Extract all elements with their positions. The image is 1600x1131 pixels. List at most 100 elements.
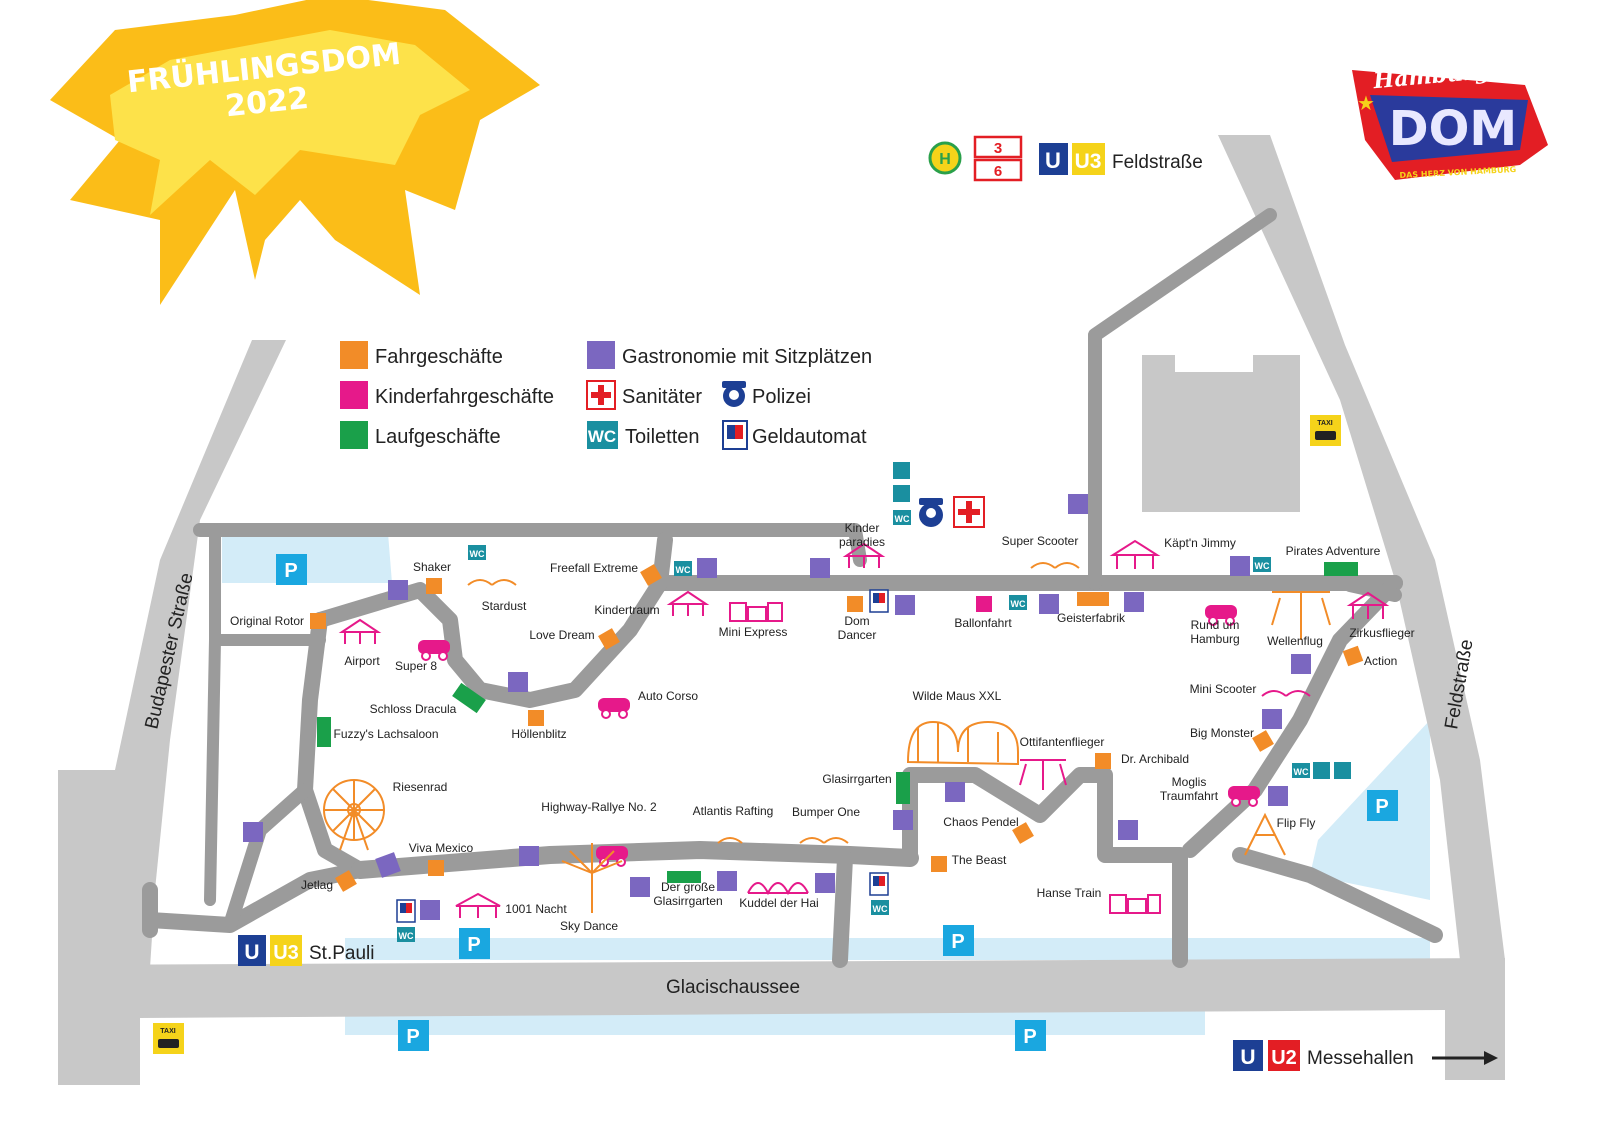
pendulum-ride-icon xyxy=(1244,812,1286,856)
attraction-labels: Shaker Stardust Freefall Extreme Kindert… xyxy=(230,521,1415,933)
legend-kinder: Kinderfahrgeschäfte xyxy=(375,386,554,408)
first-aid-cross xyxy=(958,501,980,523)
label-geisterfabrik: Geisterfabrik xyxy=(1057,611,1126,625)
gastro-marker xyxy=(243,822,263,842)
carousel-icon xyxy=(338,618,382,644)
parking-sign xyxy=(398,1020,429,1051)
label-mini-scooter: Mini Scooter xyxy=(1190,682,1257,696)
wc-icon-text: WC xyxy=(470,549,485,559)
gastro-marker xyxy=(1291,654,1311,674)
taxi-sign-text: TAXI xyxy=(160,1028,175,1035)
wheelchair-icon xyxy=(1334,762,1351,779)
label-hoellenblitz: Höllenblitz xyxy=(511,727,566,741)
ride-illustrations xyxy=(323,539,1390,918)
wheelchair-icon xyxy=(893,485,910,502)
ubahn-letter: U xyxy=(1240,1046,1255,1069)
u3-label: U3 xyxy=(273,942,299,964)
roller-coaster-icon xyxy=(747,882,809,896)
station-feldstrasse: Feldstraße xyxy=(1112,152,1203,173)
atm-icon-right xyxy=(879,876,885,886)
legend-wc-badge: WC xyxy=(588,427,616,446)
wc-icon-text: WC xyxy=(676,565,691,575)
wc-icon-text: WC xyxy=(399,931,414,941)
u2-badge xyxy=(1268,1040,1300,1071)
parking-signs: P P P P P P xyxy=(276,554,1398,1051)
atm-icon-left xyxy=(873,593,879,603)
label-kaeptn-jimmy: Käpt'n Jimmy xyxy=(1164,536,1236,550)
wc-icon xyxy=(674,561,692,576)
label-moglis-traumfahrt-line2: Traumfahrt xyxy=(1160,789,1219,803)
ubahn-letter: U xyxy=(1045,148,1061,173)
label-freefall-extreme: Freefall Extreme xyxy=(550,561,638,575)
parking-sign xyxy=(459,928,490,959)
ride-marker xyxy=(528,710,544,726)
wc-icon-text: WC xyxy=(1255,561,1270,571)
police-icon xyxy=(722,381,746,407)
parking-strip xyxy=(345,938,1430,960)
label-ballonfahrt: Ballonfahrt xyxy=(954,616,1012,630)
ferris-wheel-icon xyxy=(323,779,385,851)
gastro-marker xyxy=(508,672,528,692)
bumper-car-icon xyxy=(1030,562,1080,569)
ubahn-badge xyxy=(238,935,266,966)
paths xyxy=(142,208,1443,968)
wc-icon xyxy=(1009,595,1027,610)
atm-icon-left xyxy=(400,903,406,913)
carousel-icon xyxy=(842,542,886,568)
wc-icon xyxy=(587,421,618,449)
u3-badge xyxy=(270,935,302,966)
wc-icon-text: WC xyxy=(873,904,888,914)
bus-stop-icon xyxy=(928,141,962,175)
label-super-scooter: Super Scooter xyxy=(1002,534,1079,548)
label-big-monster: Big Monster xyxy=(1190,726,1254,740)
car-icon xyxy=(598,698,630,719)
label-rund-um-hamburg-line2: Hamburg xyxy=(1190,632,1239,646)
roads xyxy=(58,135,1505,1085)
wc-icon xyxy=(1253,557,1271,572)
label-riesenrad: Riesenrad xyxy=(393,780,448,794)
wc-icon xyxy=(871,900,889,915)
label-zirkusflieger: Zirkusflieger xyxy=(1349,626,1414,640)
parking-sign xyxy=(1015,1020,1046,1051)
legend-polizei: Polizei xyxy=(752,386,811,408)
ride-marker xyxy=(847,596,863,612)
u3-badge xyxy=(1072,143,1105,175)
event-title-line2: 2022 xyxy=(224,81,311,125)
label-kuddel-der-hai: Kuddel der Hai xyxy=(739,896,818,910)
facilities: WC WC WC WC WC WC WC WC xyxy=(396,462,1351,942)
walk-marker xyxy=(452,682,486,714)
label-love-dream: Love Dream xyxy=(529,628,594,642)
label-ottifantenflieger: Ottifantenflieger xyxy=(1020,735,1105,749)
ride-marker xyxy=(1342,645,1364,667)
parking-sign xyxy=(1367,790,1398,821)
gastro-marker xyxy=(519,846,539,866)
taxi-sign-text: TAXI xyxy=(1317,420,1332,427)
gastro-marker xyxy=(630,877,650,897)
walk-marker xyxy=(317,717,331,747)
star-icon: ★ xyxy=(1357,93,1375,115)
swing-ride-icon xyxy=(1019,759,1067,790)
wc-icon xyxy=(893,510,911,525)
hamburger-dom-logo: Hamburger DOM DAS HERZ VON HAMBURG ★ xyxy=(1352,56,1548,180)
gastro-marker xyxy=(810,558,830,578)
bus-line-3-badge xyxy=(973,135,1023,159)
station-st-pauli: St.Pauli xyxy=(309,943,374,964)
road-glacischaussee xyxy=(58,958,1505,1085)
taxi-icon xyxy=(1310,415,1341,446)
title-starburst: FRÜHLINGSDOM 2022 xyxy=(50,0,540,305)
atm-icon-right xyxy=(406,903,412,913)
label-wilde-maus-xxl: Wilde Maus XXL xyxy=(913,689,1002,703)
taxi-car-shape xyxy=(1315,431,1336,440)
label-moglis-traumfahrt-line1: Moglis xyxy=(1172,775,1207,789)
atm-icon xyxy=(722,420,748,450)
label-action: Action xyxy=(1364,654,1397,668)
label-hanse-train: Hanse Train xyxy=(1037,886,1102,900)
u3-label: U3 xyxy=(1075,150,1102,173)
label-1001-nacht: 1001 Nacht xyxy=(505,902,567,916)
transit-st-pauli: U U3 St.Pauli xyxy=(238,935,374,966)
bumper-car-icon xyxy=(1261,690,1311,697)
parking-sign-letter: P xyxy=(1023,1026,1036,1048)
label-der-grosse-line1: Der große xyxy=(661,880,715,894)
walk-marker xyxy=(896,772,910,804)
